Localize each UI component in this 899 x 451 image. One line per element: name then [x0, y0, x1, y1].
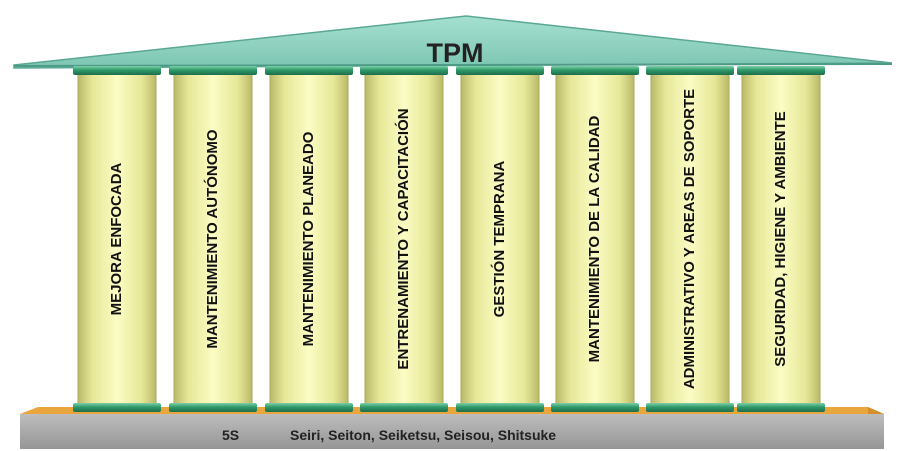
pillar-plinth: [456, 403, 544, 412]
pillar-capital: [646, 66, 734, 75]
pillar: ADMINISTRATIVO Y AREAS DE SOPORTE: [646, 66, 734, 412]
pillar-capital: [265, 66, 353, 75]
pillar-label: ENTRENAMIENTO Y CAPACITACIÓN: [394, 108, 412, 369]
pillar-capital: [169, 66, 257, 75]
pillar-plinth: [551, 403, 639, 412]
pillar-plinth: [360, 403, 448, 412]
pillar-capital: [551, 66, 639, 75]
pillar-plinth: [646, 403, 734, 412]
pillar: MANTENIMIENTO DE LA CALIDAD: [551, 66, 639, 412]
base-label: 5S: [222, 427, 239, 443]
pillar: GESTIÓN TEMPRANA: [456, 66, 544, 412]
pillar-label: MANTENIMIENTO PLANEADO: [300, 131, 317, 346]
pillar: MEJORA ENFOCADA: [73, 66, 161, 412]
pillar-capital: [73, 66, 161, 75]
pillar: ENTRENAMIENTO Y CAPACITACIÓN: [360, 66, 448, 412]
pillar-label: MANTENIMIENTO DE LA CALIDAD: [586, 116, 603, 363]
pillar-label: GESTIÓN TEMPRANA: [490, 161, 508, 318]
pillar-capital: [360, 66, 448, 75]
pillar: MANTENIMIENTO AUTÓNOMO: [169, 66, 257, 412]
roof-title: TPM: [427, 38, 484, 68]
base-front: [20, 414, 884, 449]
pillar-capital: [737, 66, 825, 75]
pillar-shaft: [741, 73, 821, 406]
pillar: MANTENIMIENTO PLANEADO: [265, 66, 353, 412]
roof-eave: [13, 63, 893, 67]
pillar-label: ADMINISTRATIVO Y AREAS DE SOPORTE: [681, 89, 698, 389]
pillar-shaft: [555, 73, 635, 406]
pillar-shaft: [650, 73, 730, 406]
pillar-plinth: [73, 403, 161, 412]
pillar-label: MEJORA ENFOCADA: [108, 162, 125, 315]
pillars: MEJORA ENFOCADA MANTENIMIENTO AUTÓNOMO MAN…: [73, 66, 825, 412]
pillar-plinth: [169, 403, 257, 412]
pillar-label: SEGURIDAD, HIGIENE Y AMBIENTE: [772, 111, 789, 367]
pillar-plinth: [265, 403, 353, 412]
roof: [13, 15, 893, 69]
pillar-plinth: [737, 403, 825, 412]
pillar-capital: [456, 66, 544, 75]
pillar: SEGURIDAD, HIGIENE Y AMBIENTE: [737, 66, 825, 412]
pillar-label: MANTENIMIENTO AUTÓNOMO: [203, 129, 221, 348]
base-items: Seiri, Seiton, Seiketsu, Seisou, Shitsuk…: [290, 427, 556, 443]
